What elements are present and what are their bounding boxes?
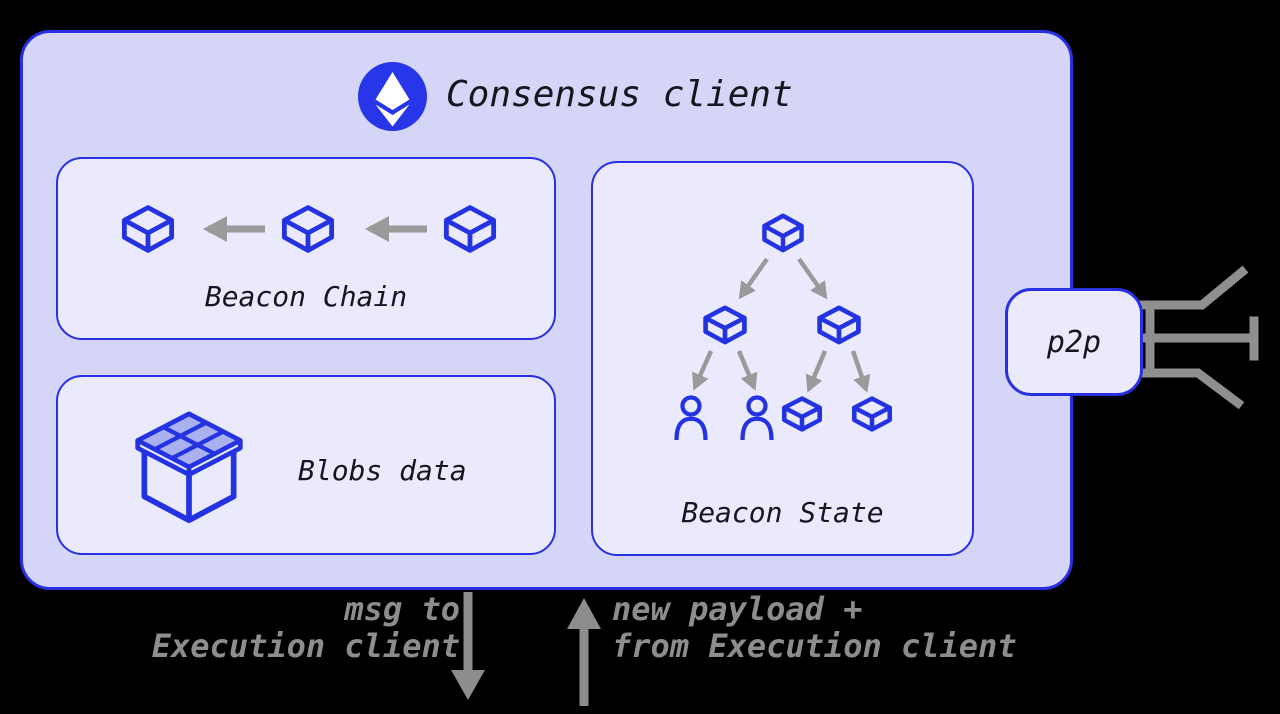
beacon-state-panel: Beacon State bbox=[591, 161, 974, 556]
ethereum-logo-icon bbox=[358, 62, 427, 131]
block-cube-icon bbox=[443, 205, 497, 253]
caption-line: Execution client bbox=[151, 627, 460, 665]
block-cube-icon bbox=[281, 205, 335, 253]
state-cube-icon bbox=[781, 396, 823, 432]
page-title: Consensus client bbox=[446, 74, 793, 115]
p2p-label: p2p bbox=[1046, 324, 1102, 360]
caption-from-execution-client: new payload + from Execution client bbox=[612, 591, 1017, 665]
blobs-data-panel: Blobs data bbox=[56, 375, 556, 555]
caption-line: new payload + bbox=[612, 590, 863, 628]
down-arrow-head bbox=[451, 670, 485, 700]
consensus-client-card: Consensus client Beacon Chain bbox=[20, 30, 1073, 590]
engine-api-arrows bbox=[451, 592, 601, 706]
p2p-network-lines-icon bbox=[1138, 265, 1259, 410]
blobs-data-label: Blobs data bbox=[298, 454, 467, 487]
caption-line: msg to bbox=[344, 590, 460, 628]
state-cube-icon bbox=[762, 213, 804, 253]
caption-line: from Execution client bbox=[612, 627, 1017, 665]
blobs-crate-icon bbox=[135, 411, 243, 524]
block-cube-icon bbox=[121, 205, 175, 253]
up-arrow-head bbox=[567, 598, 601, 629]
p2p-badge: p2p bbox=[1005, 288, 1143, 396]
validator-person-icon bbox=[740, 395, 774, 440]
state-cube-icon bbox=[851, 396, 893, 432]
chain-left-arrows bbox=[203, 216, 427, 242]
caption-to-execution-client: msg to Execution client bbox=[152, 591, 460, 665]
state-tree-arrows bbox=[692, 257, 871, 393]
validator-person-icon bbox=[674, 395, 708, 440]
beacon-chain-panel: Beacon Chain bbox=[56, 157, 556, 340]
state-cube-icon bbox=[703, 305, 747, 345]
beacon-state-label: Beacon State bbox=[681, 496, 884, 529]
beacon-chain-label: Beacon Chain bbox=[204, 280, 408, 313]
state-cube-icon bbox=[817, 305, 861, 345]
